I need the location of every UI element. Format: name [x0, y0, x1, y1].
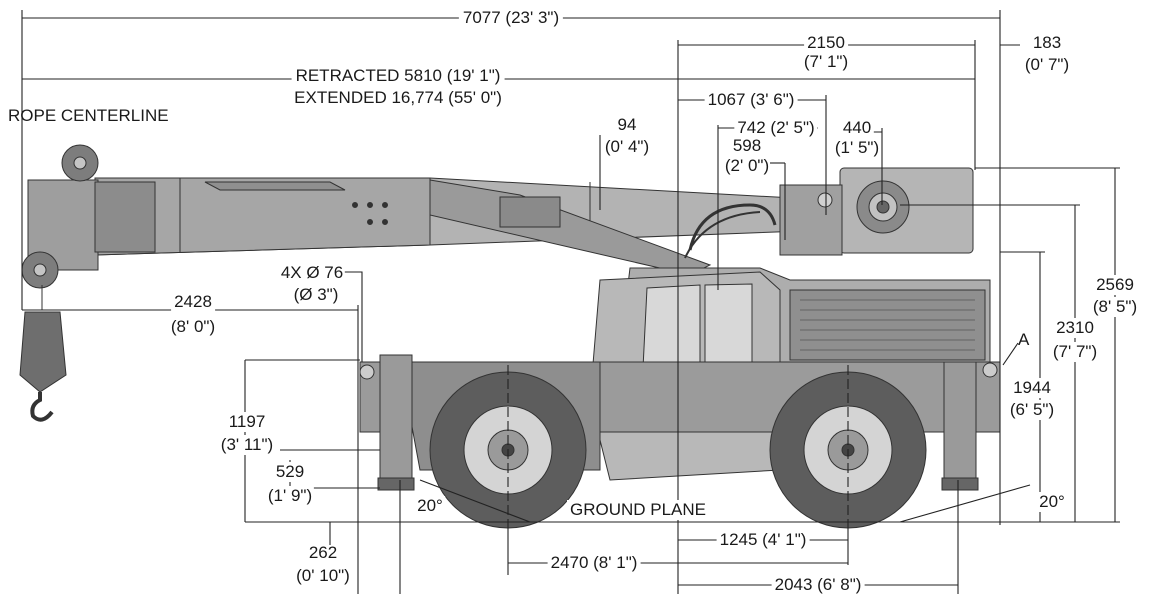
ground-plane-label: GROUND PLANE [566, 500, 710, 520]
dim-2569-label: 2569 [1094, 275, 1136, 295]
dim-94-imperial-label: (0' 4") [604, 137, 650, 156]
holes-imperial-label: (Ø 3") [293, 285, 339, 304]
dim-94-label: 94 [617, 115, 637, 134]
dim-742-label: 742 (2' 5") [734, 118, 818, 138]
outriggers [359, 354, 998, 491]
boom [94, 177, 831, 276]
dim-1197-imperial-label: (3' 11") [218, 435, 276, 455]
extended-length-label: EXTENDED 16,774 (55' 0") [294, 88, 502, 107]
dim-598-label: 598 [732, 136, 762, 155]
dim-2310-label: 2310 [1054, 318, 1096, 338]
angle-left-label: 20° [415, 496, 445, 516]
dim-183-imperial-label: (0' 7") [1024, 55, 1070, 74]
dim-1067-label: 1067 (3' 6") [704, 90, 798, 110]
dim-1944-label: 1944 [1011, 378, 1053, 398]
dim-1197-label: 1197 [226, 412, 268, 432]
dim-2310-imperial-label: (7' 7") [1050, 342, 1100, 362]
dim-2150-imperial-label: (7' 1") [803, 52, 849, 71]
dim-262-label: 262 [308, 543, 338, 562]
overall-length-label: 7077 (23' 3") [458, 8, 564, 28]
angle-right-label: 20° [1037, 492, 1067, 512]
dim-2569-imperial-label: (8' 5") [1090, 297, 1140, 317]
retracted-length-label: RETRACTED 5810 (19' 1") [291, 66, 505, 86]
dim-2428-label: 2428 [171, 292, 215, 312]
dim-440-label: 440 [839, 118, 875, 138]
marker-a-label: A [1018, 330, 1030, 349]
dim-598-imperial-label: (2' 0") [724, 156, 770, 175]
dim-1944-imperial-label: (6' 5") [1007, 400, 1057, 420]
dim-529-label: 529 [273, 462, 307, 482]
rope-centerline-label: ROPE CENTERLINE [8, 106, 169, 125]
dim-529-imperial-label: (1' 9") [265, 486, 315, 506]
holes-label: 4X Ø 76 [278, 263, 346, 283]
crane-illustration [19, 144, 1001, 529]
dim-2428-imperial-label: (8' 0") [170, 317, 216, 336]
boom-head [19, 144, 156, 422]
dim-2150-label: 2150 [804, 33, 848, 53]
turret [684, 167, 974, 259]
dim-1245-label: 1245 (4' 1") [716, 530, 810, 550]
dim-183-label: 183 [1032, 33, 1062, 52]
dim-262-imperial-label: (0' 10") [296, 566, 350, 585]
dim-2470-label: 2470 (8' 1") [547, 553, 641, 573]
dim-2043-label: 2043 (6' 8") [771, 575, 865, 594]
dim-440-imperial-label: (1' 5") [834, 138, 880, 157]
